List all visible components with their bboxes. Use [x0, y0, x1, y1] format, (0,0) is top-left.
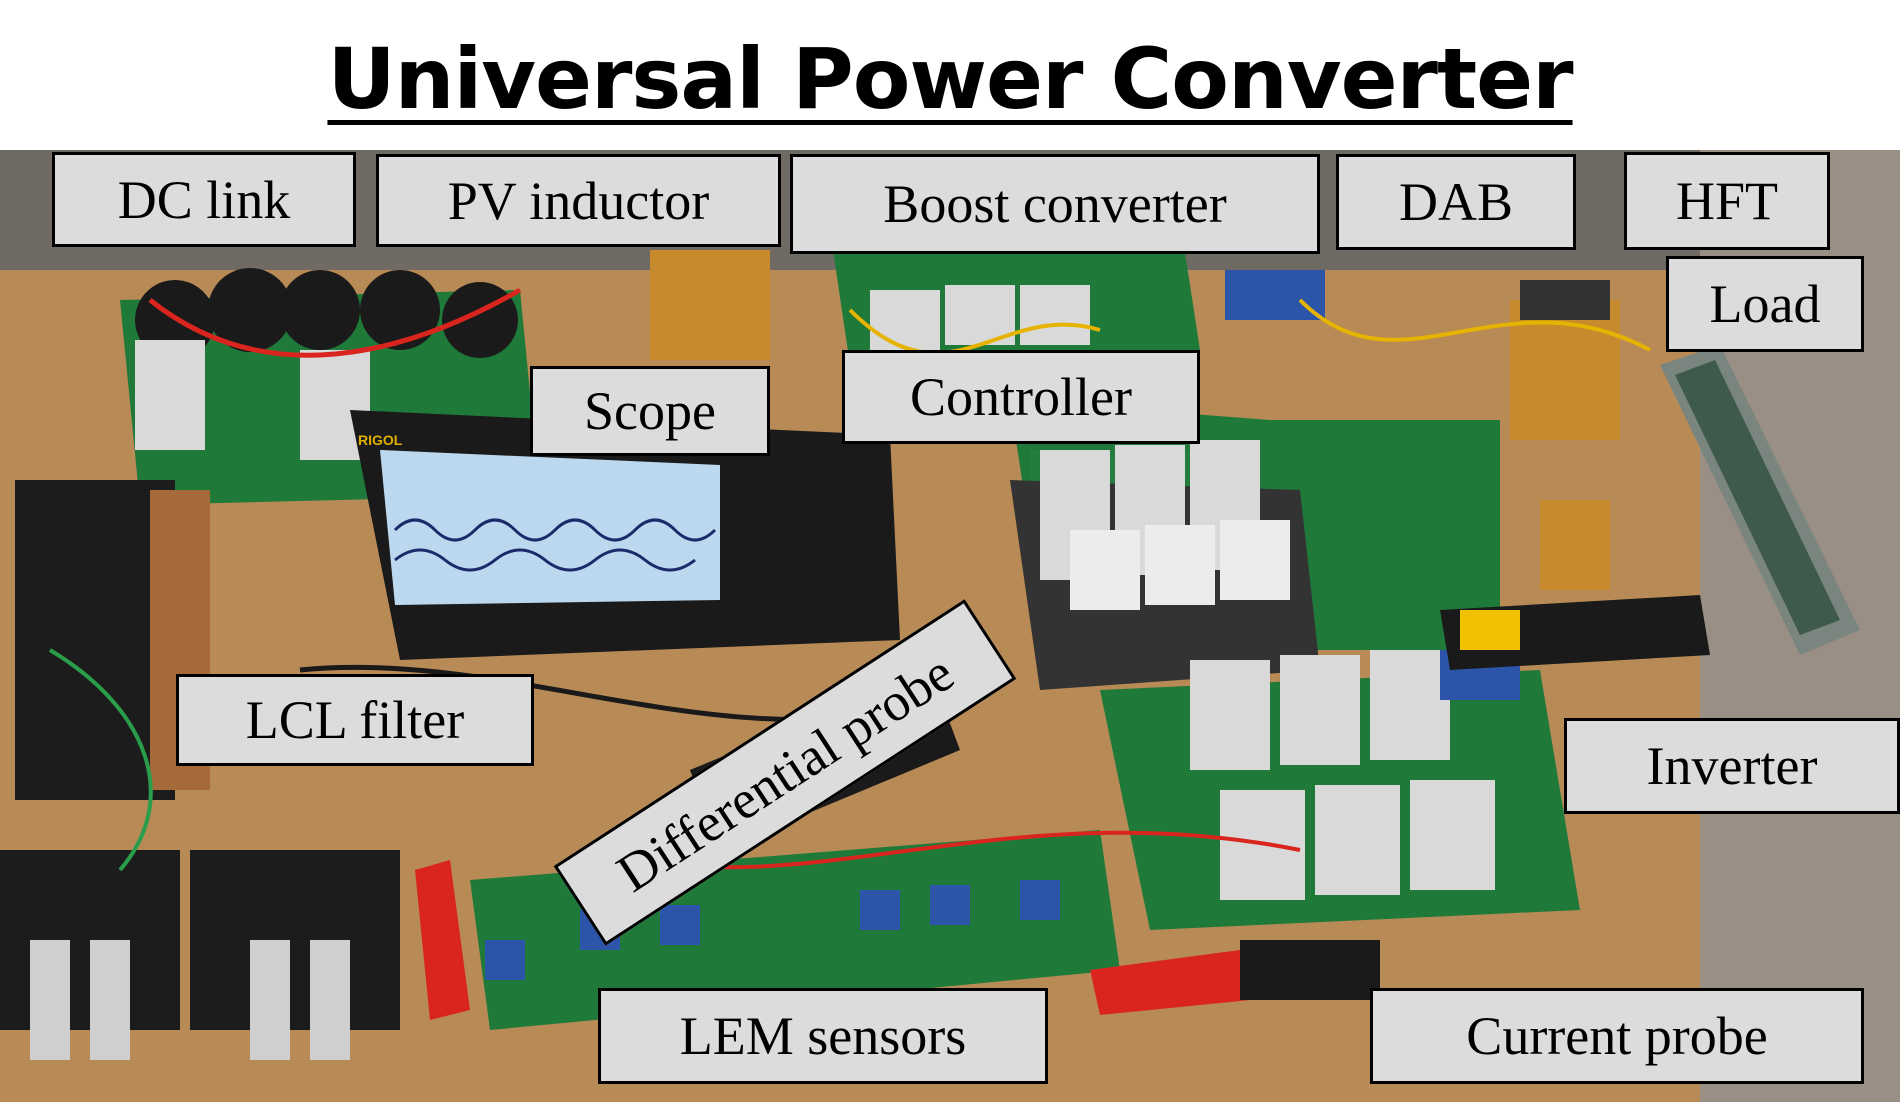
label-hft: HFT — [1624, 152, 1830, 250]
boost-board — [830, 220, 1200, 365]
label-controller: Controller — [842, 350, 1200, 444]
label-boost-converter: Boost converter — [790, 154, 1320, 254]
heatsink-board-center — [1010, 440, 1320, 690]
lcl-inductors — [0, 480, 400, 1060]
load-resistor — [1660, 345, 1860, 655]
page-title: Universal Power Converter — [327, 30, 1573, 128]
label-load: Load — [1666, 256, 1864, 352]
label-scope: Scope — [530, 366, 770, 456]
label-lcl-filter: LCL filter — [176, 674, 534, 766]
lab-photo: RIGOL DC link PV inductor Boost converte… — [0, 150, 1900, 1102]
label-dab: DAB — [1336, 154, 1576, 250]
label-pv-inductor: PV inductor — [376, 154, 781, 247]
label-inverter: Inverter — [1564, 718, 1900, 814]
label-current-probe: Current probe — [1370, 988, 1864, 1084]
scope-brand: RIGOL — [358, 432, 403, 448]
dc-link-board — [120, 268, 540, 505]
label-lem-sensors: LEM sensors — [598, 988, 1048, 1084]
oscilloscope: RIGOL — [350, 410, 900, 660]
lab-bench-illustration: RIGOL — [0, 150, 1900, 1102]
inverter-board — [1100, 650, 1580, 930]
label-dc-link: DC link — [52, 152, 356, 247]
